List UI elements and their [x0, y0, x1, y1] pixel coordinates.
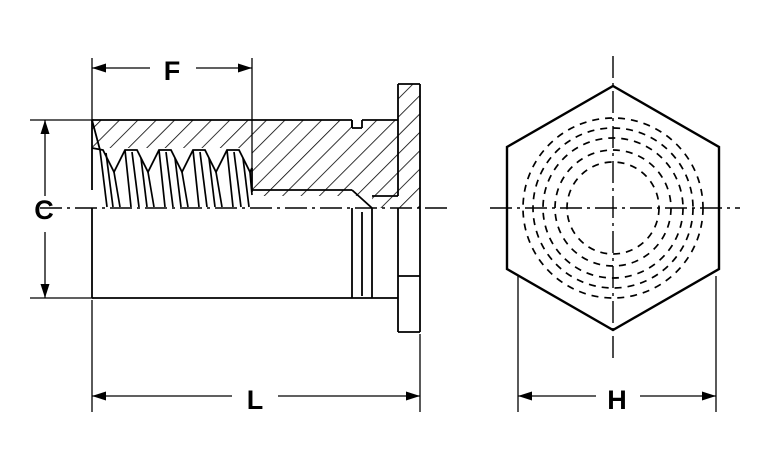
arrowhead-H-right: [702, 391, 716, 401]
body-outline-lower: [91, 208, 421, 333]
arrowhead-L-left: [92, 391, 106, 401]
thread-profile: [91, 119, 253, 208]
thread-flank-lines: [99, 149, 253, 208]
section-hatching-flange: [372, 84, 420, 208]
arrowhead-C-top: [40, 120, 50, 134]
end-view: [490, 56, 740, 360]
section-view: [40, 83, 452, 333]
arrowhead-F-right: [238, 63, 252, 73]
dimension-label-H: H: [607, 385, 627, 415]
dimension-L: L: [91, 300, 421, 415]
arrowhead-C-bottom: [40, 284, 50, 298]
dimension-label-L: L: [247, 385, 264, 415]
arrowhead-L-right: [406, 391, 420, 401]
body-outline-upper: [91, 83, 421, 208]
dimension-label-F: F: [164, 56, 181, 86]
dimension-F: F: [91, 56, 253, 170]
arrowhead-F-left: [92, 63, 106, 73]
arrowhead-H-left: [518, 391, 532, 401]
dimension-C: C: [30, 119, 94, 299]
dimension-H: H: [517, 276, 717, 415]
dimension-label-C: C: [34, 195, 54, 225]
